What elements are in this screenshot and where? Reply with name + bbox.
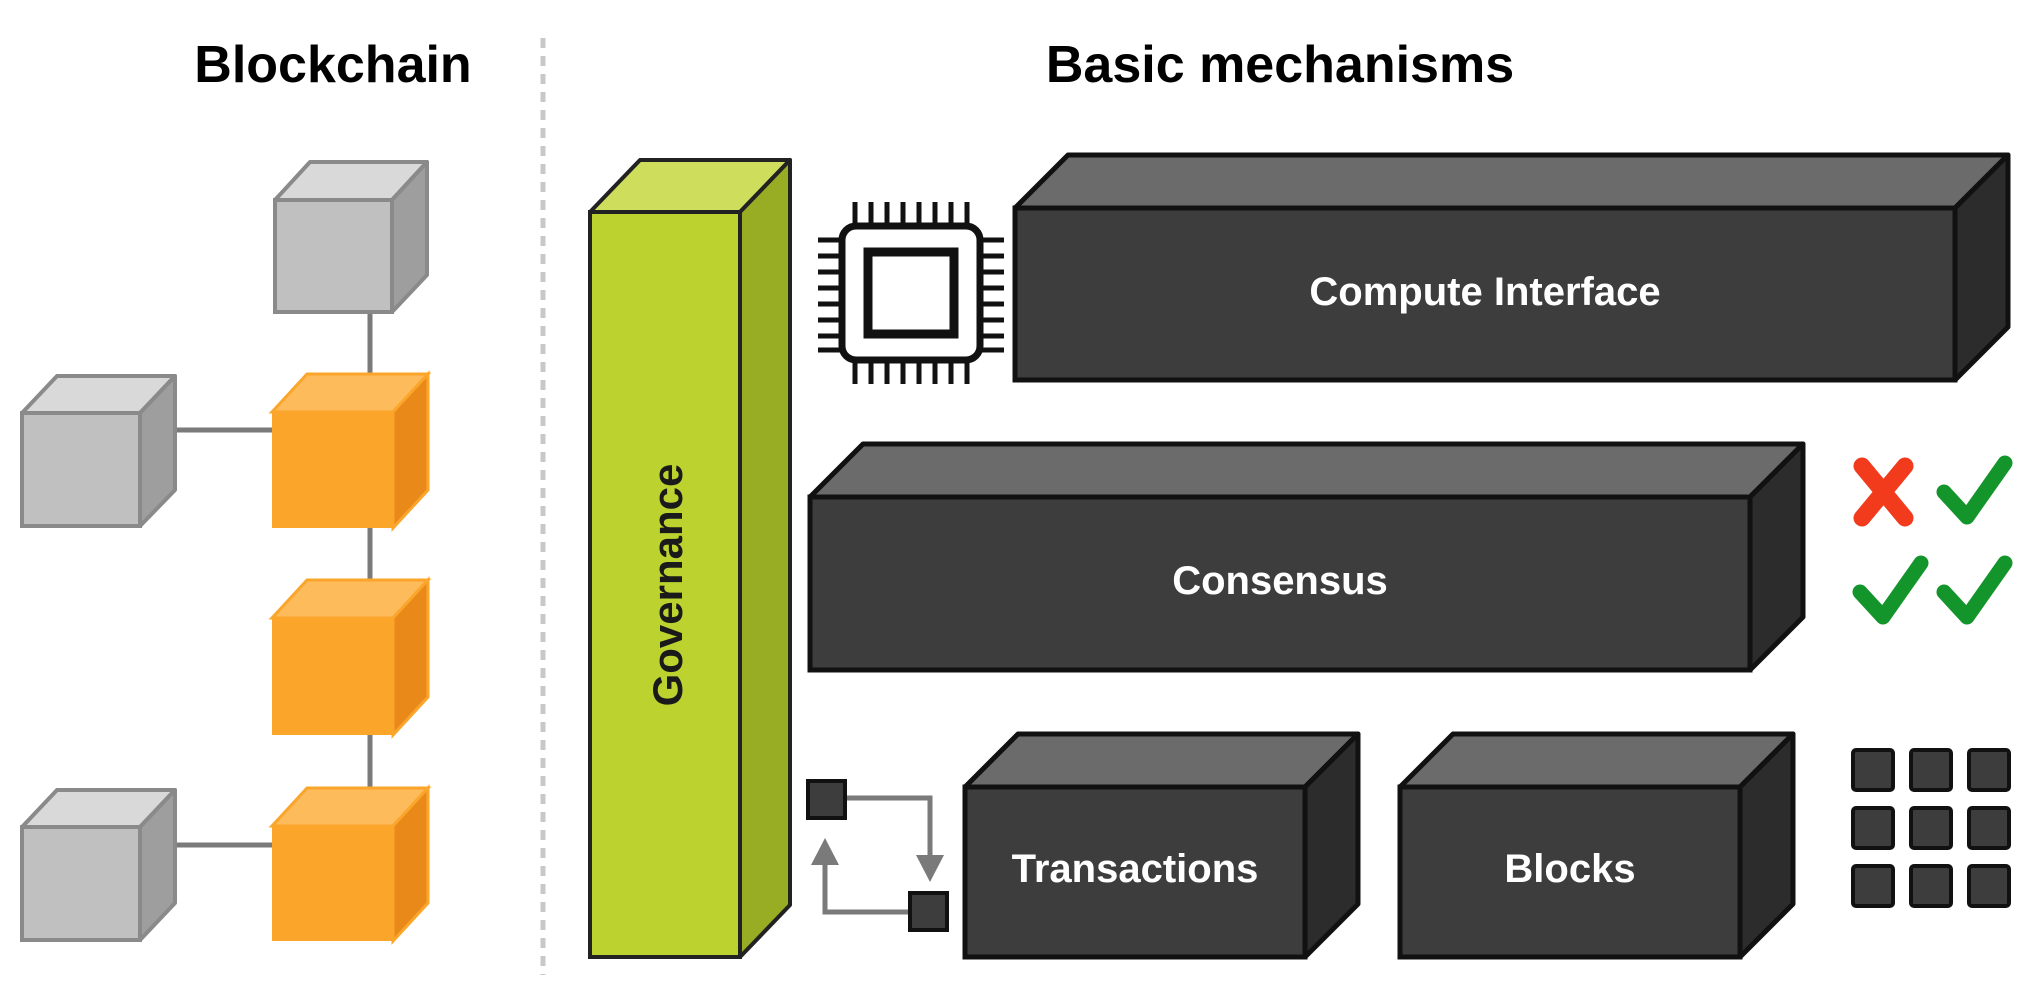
transactions-box: Transactions bbox=[962, 731, 1361, 960]
consensus-box: Consensus bbox=[807, 441, 1806, 673]
block-grid-icon bbox=[1851, 748, 2011, 908]
blocks-box: Blocks bbox=[1397, 731, 1796, 960]
check-icon bbox=[1936, 455, 2013, 525]
consensus-label: Consensus bbox=[1172, 559, 1388, 603]
cross-icon bbox=[1853, 457, 1914, 527]
cpu-chip-icon bbox=[818, 202, 1004, 384]
swap-arrows-icon bbox=[806, 779, 949, 932]
compute-interface-box: Compute Interface bbox=[1012, 152, 2011, 383]
check-icon bbox=[1936, 555, 2013, 625]
gray-block-cube bbox=[273, 160, 429, 314]
gray-block-cube bbox=[20, 788, 177, 942]
orange-block-cube bbox=[268, 370, 432, 532]
compute-interface-label: Compute Interface bbox=[1309, 270, 1660, 314]
blockchain-graph bbox=[20, 160, 432, 945]
blocks-label: Blocks bbox=[1504, 847, 1635, 891]
orange-block-cube bbox=[268, 784, 432, 945]
gray-block-cube bbox=[20, 374, 177, 528]
blockchain-heading: Blockchain bbox=[194, 36, 471, 94]
orange-block-cube bbox=[268, 576, 432, 739]
basic-mechanisms-heading: Basic mechanisms bbox=[1046, 36, 1514, 94]
governance-label: Governance bbox=[644, 464, 691, 707]
transactions-label: Transactions bbox=[1012, 847, 1259, 891]
chain-links bbox=[170, 310, 373, 848]
check-icon bbox=[1852, 555, 1929, 625]
vote-checks-icon bbox=[1852, 455, 2013, 625]
governance-pillar: Governance bbox=[588, 158, 792, 959]
